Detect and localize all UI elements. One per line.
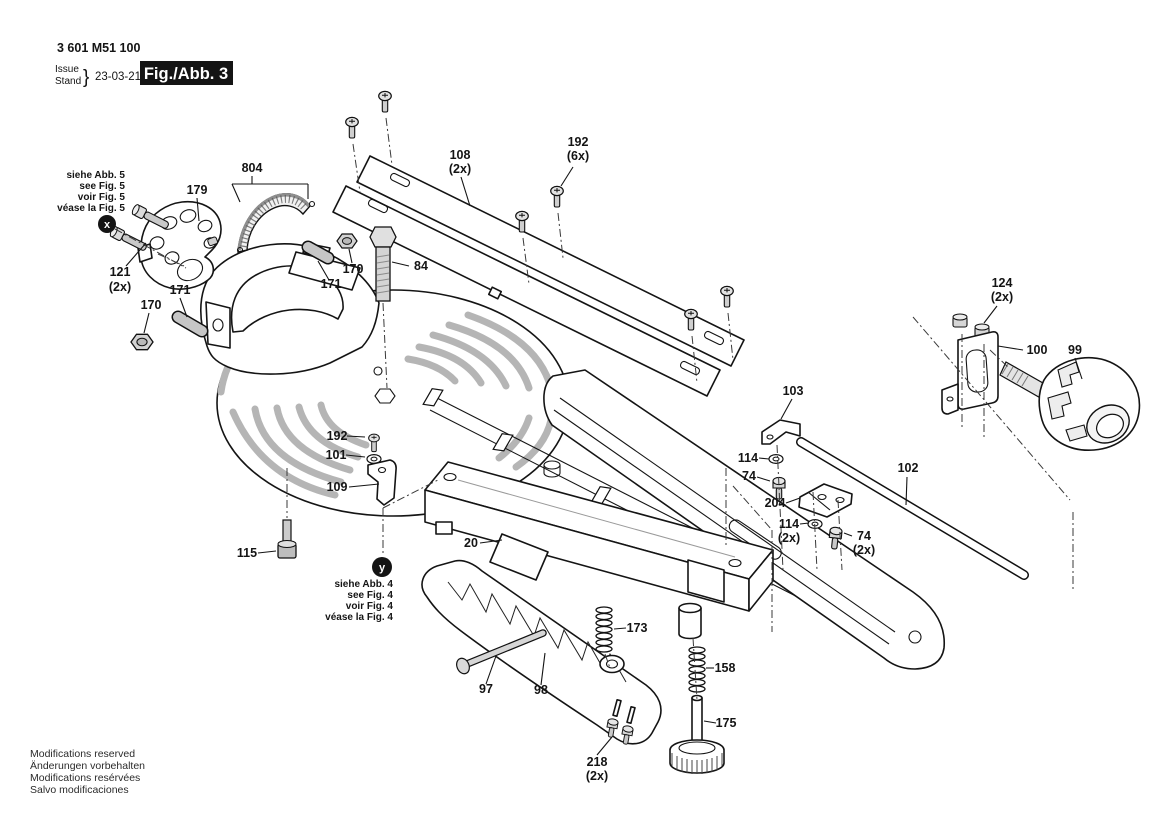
label-74-2x-qty: (2x): [853, 543, 875, 557]
part-171-pin-left: [171, 310, 209, 338]
label-100: 100: [1027, 343, 1048, 357]
issue-label: Issue: [55, 64, 79, 75]
label-804: 804: [242, 161, 263, 175]
label-98: 98: [534, 683, 548, 697]
leader-lines: [125, 166, 1083, 756]
construction-lines: [114, 117, 1074, 701]
label-192-top: 192: [568, 135, 589, 149]
part-171-pin-mid: [301, 240, 335, 265]
part-98-support-arm: [421, 559, 662, 745]
label-108: 108: [450, 148, 471, 162]
label-170-mid: 170: [343, 262, 364, 276]
label-114-2x: 114: [779, 517, 799, 531]
stand-label: Stand: [55, 76, 81, 87]
label-124-qty: (2x): [991, 290, 1013, 304]
part-labels: 179 804 121 (2x) 170 171 170 171 84 108 …: [109, 135, 1082, 783]
label-121: 121: [110, 265, 131, 279]
fence-housing: [200, 242, 380, 375]
label-121-qty: (2x): [109, 280, 131, 294]
footer-line-es: Salvo modificaciones: [30, 784, 129, 796]
issue-stand-brace: }: [83, 67, 89, 88]
marker-x-letter: x: [104, 219, 111, 231]
footer-line-fr: Modifications resérvées: [30, 772, 140, 784]
see-fig4-note: y siehe Abb. 4 see Fig. 4 voir Fig. 4 vé…: [325, 557, 393, 623]
label-171-left: 171: [170, 283, 191, 297]
label-99: 99: [1068, 343, 1082, 357]
marker-y-letter: y: [379, 562, 386, 574]
part-114-washer: [768, 454, 784, 464]
marker-y-circle: [372, 557, 392, 577]
see-fig4-line-es: véase la Fig. 4: [325, 612, 393, 623]
see-fig5-line-de: siehe Abb. 5: [66, 170, 125, 181]
label-97: 97: [479, 682, 493, 696]
part-173-spring: [595, 606, 613, 653]
label-218: 218: [587, 755, 608, 769]
label-115: 115: [237, 546, 257, 560]
label-114: 114: [738, 451, 758, 465]
part-number: 3 601 M51 100: [57, 41, 140, 55]
part-84-bolt: [369, 226, 397, 302]
label-170-left: 170: [141, 298, 162, 312]
part-204-plate: [798, 483, 853, 518]
part-100-bracket: [941, 331, 999, 415]
part-97-screw: [456, 629, 547, 675]
see-fig4-line-en: see Fig. 4: [347, 590, 393, 601]
part-124-nut: [952, 313, 968, 328]
drawing-header: 3 601 M51 100 Issue Stand } 23-03-21 Fig…: [55, 41, 233, 88]
part-108-rails: [332, 155, 745, 397]
part-20-label-plate: [489, 533, 549, 581]
modifications-note: Modifications reserved Änderungen vorbeh…: [30, 748, 145, 796]
label-74-2x: 74: [857, 529, 871, 543]
part-99-knob: [999, 356, 1141, 451]
label-109: 109: [327, 480, 348, 494]
label-108-qty: (2x): [449, 162, 471, 176]
see-fig5-line-es: véase la Fig. 5: [57, 203, 125, 214]
label-84: 84: [414, 259, 428, 273]
part-170-nut-left: [130, 333, 154, 351]
issue-date: 23-03-21: [95, 71, 141, 83]
label-158: 158: [715, 661, 736, 675]
label-175: 175: [716, 716, 737, 730]
see-fig5-line-fr: voir Fig. 5: [78, 192, 126, 203]
part-115-bolt: [277, 519, 297, 559]
part-170-nut-mid: [336, 233, 358, 249]
see-fig5-note: siehe Abb. 5 see Fig. 5 voir Fig. 5 véas…: [57, 170, 125, 233]
label-173: 173: [627, 621, 648, 635]
label-102: 102: [898, 461, 919, 475]
part-175-knob-foot: [669, 694, 725, 774]
see-fig5-line-en: see Fig. 5: [79, 181, 125, 192]
slide-beam: [422, 369, 946, 670]
label-124: 124: [992, 276, 1013, 290]
label-218-qty: (2x): [586, 769, 608, 783]
label-192-top-qty: (6x): [567, 149, 589, 163]
see-fig4-line-fr: voir Fig. 4: [346, 601, 394, 612]
label-103: 103: [783, 384, 804, 398]
base-box: [424, 460, 774, 640]
part-102-rod: [796, 437, 1029, 580]
label-74: 74: [742, 469, 756, 483]
see-fig4-line-de: siehe Abb. 4: [334, 579, 393, 590]
label-101: 101: [326, 448, 347, 462]
label-114-2x-qty: (2x): [778, 531, 800, 545]
part-804-scale: [236, 193, 316, 254]
label-20: 20: [464, 536, 478, 550]
marker-x-circle: [98, 215, 116, 233]
part-109-clip: [367, 459, 397, 506]
footer-line-en: Modifications reserved: [30, 748, 135, 760]
label-179: 179: [187, 183, 208, 197]
footer-line-de: Änderungen vorbehalten: [30, 760, 145, 772]
label-204: 204: [765, 496, 786, 510]
part-103-clip: [761, 419, 801, 445]
label-171-mid: 171: [321, 277, 342, 291]
figure-label-box: [140, 61, 233, 85]
label-192-disc: 192: [327, 429, 348, 443]
figure-label: Fig./Abb. 3: [144, 65, 228, 83]
part-158-spring: [688, 646, 706, 693]
